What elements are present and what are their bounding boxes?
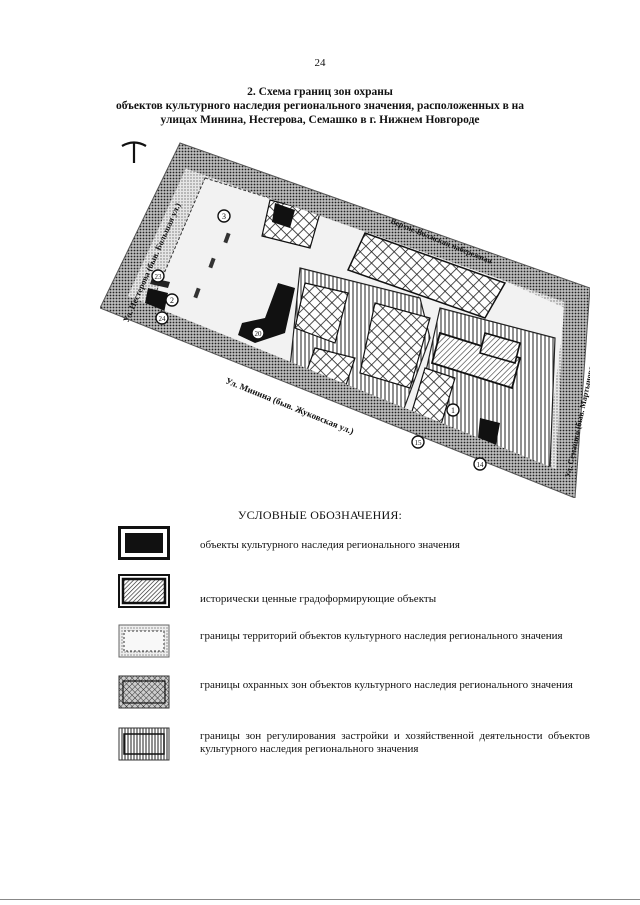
protection-zones-swatch [118,675,170,709]
object-marker-24: 24 [155,311,169,325]
object-marker-15: 15 [411,435,425,449]
bottom-rule [0,899,640,900]
object-marker-1: 1 [446,403,460,417]
svg-text:15: 15 [415,439,423,447]
legend-text-regulation-zones: границы зон регулирования застройки и хо… [200,730,590,755]
page-number: 24 [314,57,326,69]
svg-text:24: 24 [159,315,167,323]
svg-text:3: 3 [222,212,226,221]
legend-title: УСЛОВНЫЕ ОБОЗНАЧЕНИЯ: [237,508,403,522]
title-line-2: объектов культурного наследия региональн… [115,100,525,112]
legend-text-protection-zones: границы охранных зон объектов культурног… [200,679,573,691]
legend-text-heritage-objects: объекты культурного наследия регионально… [200,539,460,551]
svg-text:20: 20 [255,330,263,338]
svg-text:23: 23 [155,273,163,281]
svg-text:1: 1 [451,406,455,415]
object-marker-14: 14 [473,457,487,471]
regulation-zones-swatch [118,727,170,761]
legend-text-valuable-objects: исторически ценные градоформирующие объе… [200,593,437,605]
object-marker-3: 3 [217,209,231,223]
svg-text:2: 2 [170,296,174,305]
heritage-objects-swatch [118,526,170,560]
north-arrow-icon [121,141,147,163]
title-line-1: 2. Схема границ зон охраны [247,86,393,98]
svg-text:14: 14 [477,461,485,469]
legend-text-territory-boundaries: границы территорий объектов культурного … [200,630,563,642]
document-title: 2. Схема границ зон охраны объектов куль… [100,85,540,127]
territory-boundaries-swatch [118,624,170,658]
object-marker-2: 2 [165,293,179,307]
title-line-3: улицах Минина, Нестерова, Семашко в г. Н… [160,114,480,126]
object-marker-20: 20 [251,326,265,340]
object-marker-23: 23 [151,269,165,283]
zone-scheme-map: Ул. Нестерова (быв. Большая ул.) Верхне-… [100,142,590,498]
valuable-objects-swatch [118,574,170,608]
